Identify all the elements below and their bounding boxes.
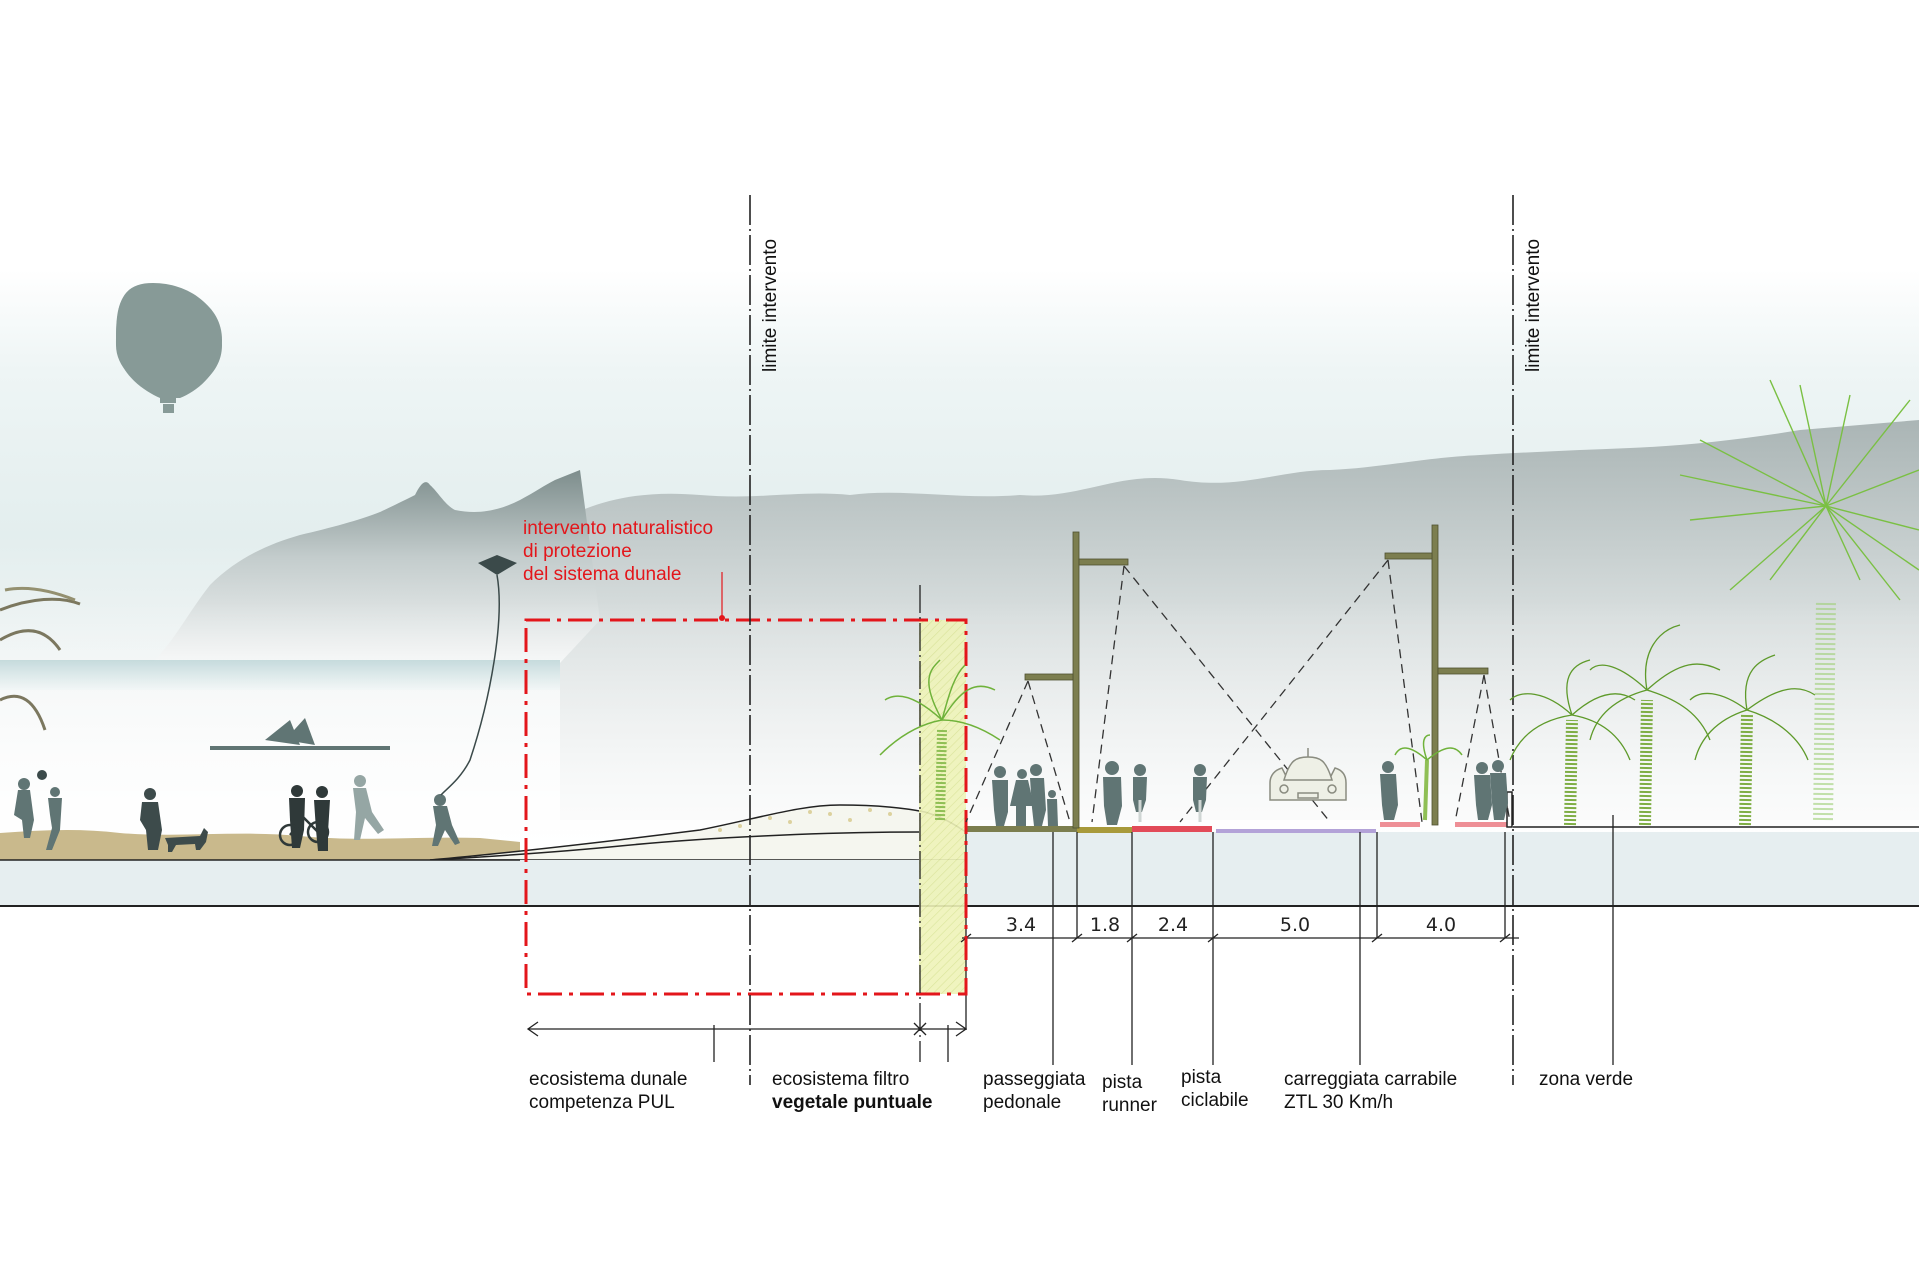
- person-silhouette-icon: [1193, 764, 1207, 822]
- intervention-note: intervento naturalistico di protezione d…: [523, 517, 713, 586]
- sailboat-icon: [210, 718, 390, 750]
- road-surfaces: [966, 791, 1513, 833]
- zone-label-line: ZTL 30 Km/h: [1284, 1092, 1394, 1113]
- limit-label-1: limite intervento: [760, 238, 781, 372]
- person-silhouette-icon: [1474, 762, 1492, 820]
- beach-sand: [0, 829, 520, 860]
- dune-base-line: [429, 831, 921, 861]
- ground-section-road: [966, 832, 1919, 906]
- zone-label-passeggiata: passeggiata pedonale: [983, 1068, 1085, 1114]
- surface-carreggiata: [1216, 829, 1376, 833]
- person-silhouette-icon: [432, 794, 460, 846]
- car-icon: [1269, 748, 1347, 801]
- dimension-carreggiata: 5.0: [1279, 914, 1311, 936]
- leader-lines: [713, 815, 1614, 1065]
- person-silhouette-icon: [1047, 790, 1058, 826]
- zone-label-line: zona verde: [1539, 1069, 1634, 1090]
- person-silhouette-icon: [140, 788, 162, 850]
- hot-air-balloon-icon: [116, 283, 222, 413]
- surface-passeggiata: [966, 826, 1077, 832]
- person-silhouette-icon: [1133, 764, 1147, 822]
- bicycle-icon: [278, 816, 330, 847]
- curb: [1506, 791, 1513, 828]
- zone-label-ciclabile: pista ciclabile: [1181, 1066, 1249, 1112]
- dimension-passeggiata: 3.4: [1005, 914, 1037, 936]
- surface-runner: [1077, 827, 1132, 833]
- zone-label-carreggiata: carreggiata carrabile ZTL 30 Km/h: [1284, 1068, 1457, 1114]
- dimension-ciclabile: 2.4: [1157, 914, 1189, 936]
- person-silhouette-icon: [46, 787, 62, 850]
- intervention-note-line: intervento naturalistico: [523, 518, 714, 539]
- intervention-note-line: di protezione: [523, 541, 632, 562]
- dog-icon: [165, 828, 208, 852]
- surface-marciapiede-1: [1380, 822, 1420, 827]
- zone-label-line: ecosistema dunale: [529, 1069, 688, 1090]
- ground-section-beach: [0, 860, 966, 906]
- person-silhouette-icon: [1103, 761, 1122, 825]
- zone-label-line: pedonale: [983, 1092, 1062, 1113]
- surface-ciclabile: [1132, 826, 1212, 832]
- kite-icon: [440, 555, 517, 796]
- limit-label-2: limite intervento: [1523, 238, 1544, 372]
- palm-tree-icon: [879, 659, 1463, 821]
- person-silhouette-icon: [353, 775, 384, 840]
- zone-label-line: passeggiata: [983, 1069, 1086, 1090]
- palm-frond-left: [0, 586, 81, 731]
- person-silhouette-icon: [992, 766, 1008, 826]
- street-lamp-icon: [1384, 524, 1489, 826]
- zone-label-verde: zona verde: [1539, 1068, 1633, 1091]
- palm-tree-icon: [1509, 624, 1816, 826]
- dune-grass: [718, 808, 892, 832]
- person-silhouette-icon: [1490, 760, 1508, 820]
- person-silhouette-icon: [1380, 761, 1398, 820]
- zone-label-line: ecosistema filtro: [772, 1069, 910, 1090]
- zone-label-line: pista: [1181, 1067, 1222, 1088]
- surface-marciapiede-2: [1455, 822, 1507, 827]
- people-silhouettes: [14, 555, 1508, 852]
- zone-label-runner: pista runner: [1102, 1071, 1157, 1117]
- zone-label-line: runner: [1102, 1095, 1157, 1116]
- street-lamp-icon: [1024, 531, 1129, 829]
- palm-tree-icon: [1679, 379, 1919, 821]
- person-silhouette-icon: [14, 778, 34, 838]
- dimension-verde-marciapiede: 4.0: [1425, 914, 1457, 936]
- zone-label-line: pista: [1102, 1072, 1143, 1093]
- dimension-line-dune: [526, 1021, 968, 1037]
- dimension-runner: 1.8: [1089, 914, 1121, 936]
- zone-label-dunale: ecosistema dunale competenza PUL: [529, 1068, 687, 1114]
- zone-label-line: carreggiata carrabile: [1284, 1069, 1458, 1090]
- intervention-note-line: del sistema dunale: [523, 564, 682, 585]
- zone-label-line: competenza PUL: [529, 1092, 675, 1113]
- person-silhouette-icon: [1030, 764, 1046, 826]
- zone-label-line: ciclabile: [1181, 1090, 1249, 1111]
- person-silhouette-icon: [1010, 769, 1034, 826]
- zone-label-line: vegetale puntuale: [772, 1092, 933, 1113]
- zone-label-filtro: ecosistema filtro vegetale puntuale: [772, 1068, 933, 1114]
- intervention-boundary: [524, 618, 968, 996]
